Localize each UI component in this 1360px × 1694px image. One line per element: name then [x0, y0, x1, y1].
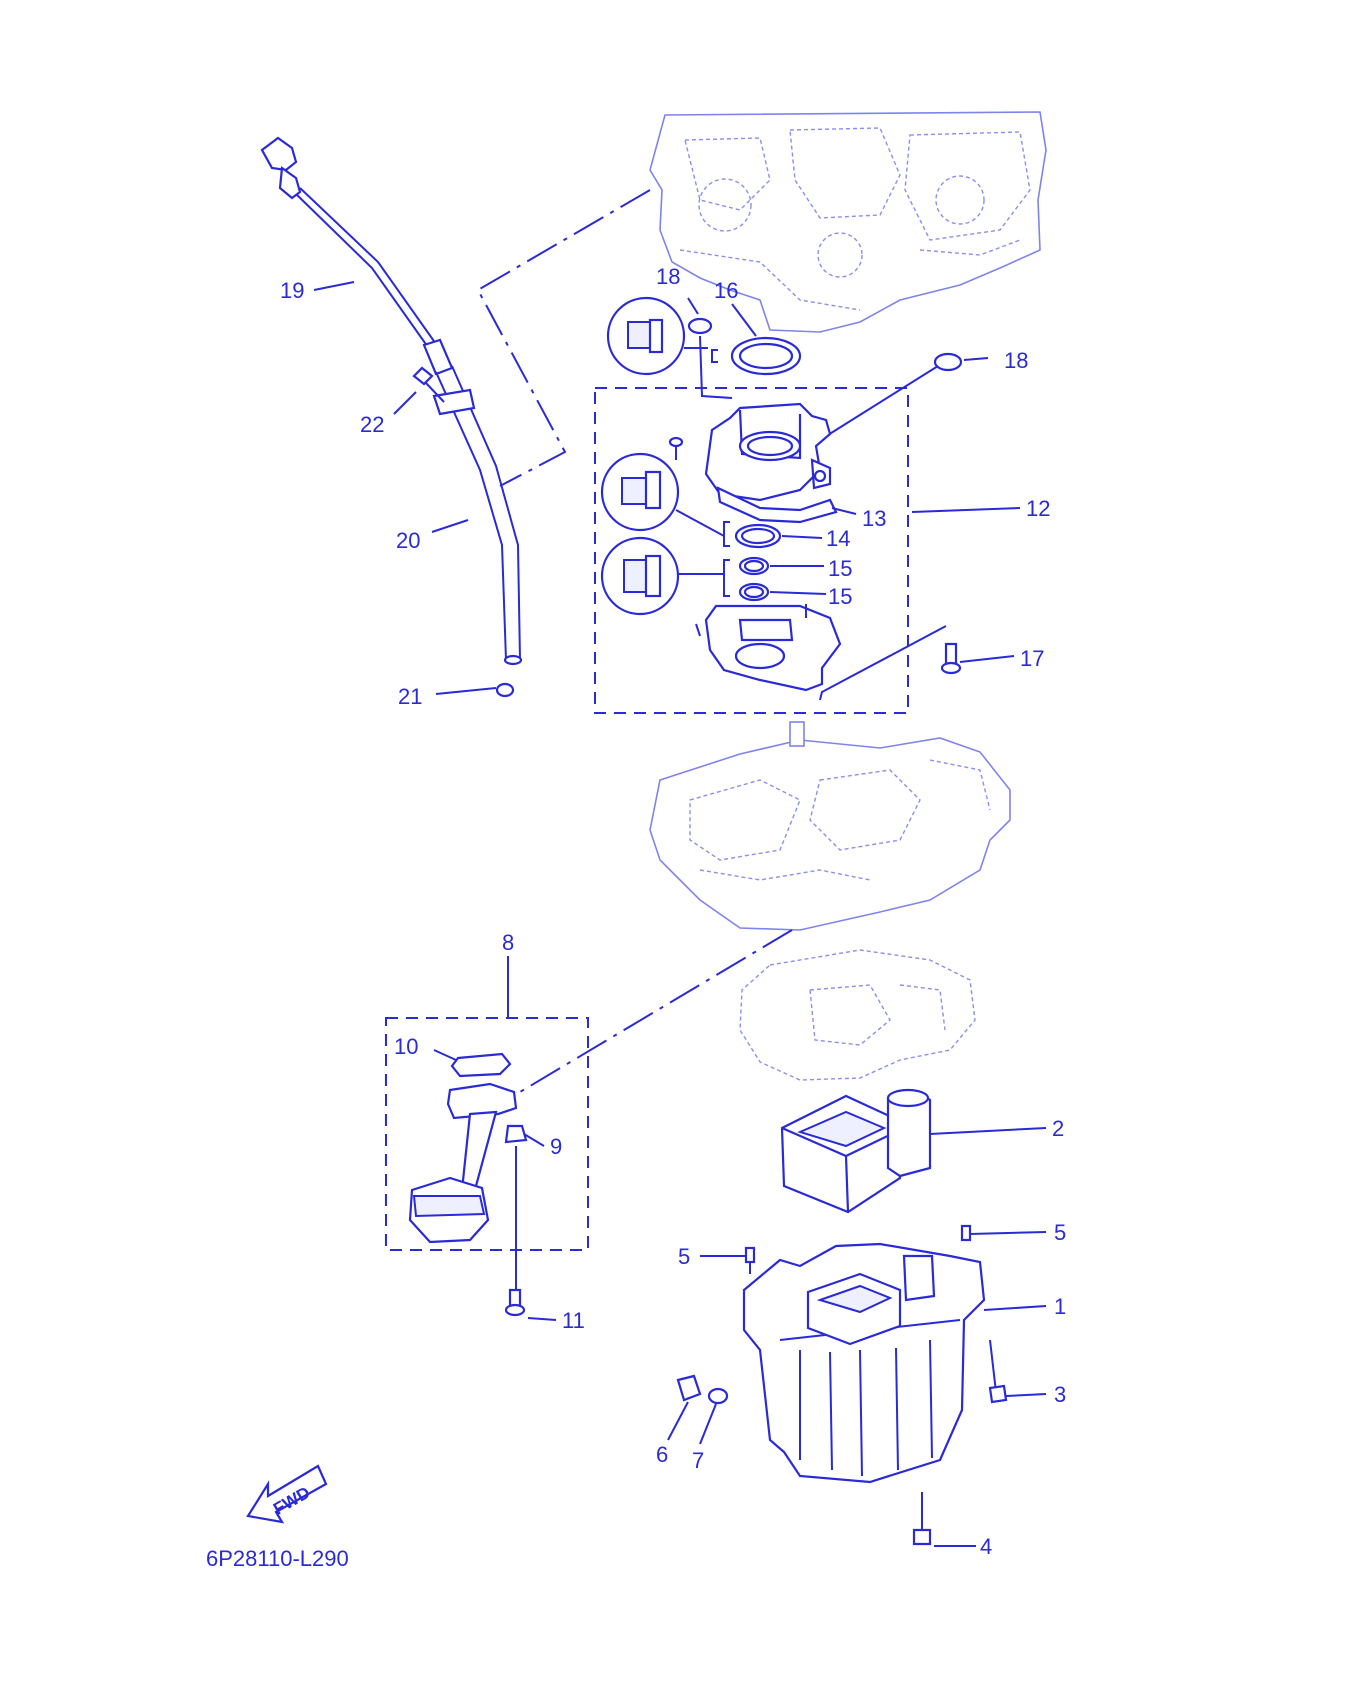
- leader-lines: [313, 281, 1047, 1547]
- bolt-3: [988, 1339, 1008, 1404]
- callout-18a: 18: [656, 264, 680, 289]
- gasket-ghost: [739, 949, 976, 1081]
- callout-5b: 5: [1054, 1220, 1066, 1245]
- leader-18b-housing: [819, 365, 939, 441]
- callout-8: 8: [502, 930, 514, 955]
- dowel-5b: [960, 1224, 972, 1242]
- o-ring-21: [495, 682, 515, 698]
- callout-14: 14: [826, 526, 850, 551]
- o-ring-18a: [687, 317, 713, 335]
- oil-pan-1: [742, 1242, 986, 1484]
- reference-line-8: [519, 929, 793, 1093]
- drain-plug-6: [676, 1374, 702, 1402]
- oil-strainer: [408, 1082, 518, 1244]
- diagram-code: 6P28110-L290: [206, 1546, 349, 1571]
- callout-21: 21: [398, 684, 422, 709]
- seal-15b: [738, 582, 770, 602]
- assembly-box-8: [385, 1017, 589, 1251]
- callout-22: 22: [360, 412, 384, 437]
- callout-1: 1: [1054, 1294, 1066, 1319]
- callout-20: 20: [396, 528, 420, 553]
- bolt-4: [912, 1492, 932, 1546]
- callout-13: 13: [862, 506, 886, 531]
- callout-12: 12: [1026, 496, 1050, 521]
- callout-6: 6: [656, 1442, 668, 1467]
- callout-3: 3: [1054, 1382, 1066, 1407]
- screw-small: [668, 436, 684, 460]
- callout-2: 2: [1052, 1116, 1064, 1141]
- fwd-arrow-icon: [246, 1464, 328, 1524]
- oil-pump-housing: [704, 402, 832, 502]
- callout-11: 11: [562, 1308, 585, 1333]
- seal-15a: [738, 556, 770, 576]
- callout-7: 7: [692, 1448, 704, 1473]
- callout-15b: 15: [828, 584, 852, 609]
- grease-icon: [606, 296, 718, 376]
- bolt-22: [412, 366, 445, 403]
- dowel-5a: [744, 1246, 756, 1264]
- bolt-17: [940, 642, 962, 675]
- leader-18-housing: [699, 335, 733, 399]
- grease-icon: [600, 452, 730, 547]
- oil-box-2: [780, 1094, 902, 1214]
- grease-icon: [600, 536, 730, 616]
- reference-line-19: [476, 189, 651, 487]
- bolt-9: [504, 1124, 528, 1144]
- pipe-2: [886, 1088, 932, 1178]
- dipstick-guide: [432, 365, 523, 666]
- callout-5a: 5: [678, 1244, 690, 1269]
- gasket-13: [716, 486, 838, 524]
- upper-casing-ghost: [649, 721, 1011, 931]
- callout-9: 9: [550, 1134, 562, 1159]
- callout-17: 17: [1020, 646, 1044, 671]
- bolt-11: [504, 1288, 526, 1317]
- callout-15a: 15: [828, 556, 852, 581]
- leader-17-pump: [819, 625, 947, 701]
- washer-7: [707, 1387, 729, 1405]
- engine-block-ghost: [649, 111, 1047, 333]
- seal-16: [730, 336, 802, 376]
- seal-14: [734, 523, 782, 549]
- dipstick: [260, 136, 454, 376]
- callout-19: 19: [280, 278, 304, 303]
- o-ring-18b: [933, 352, 963, 372]
- callout-16: 16: [714, 278, 738, 303]
- gasket-10: [450, 1052, 512, 1078]
- callout-10: 10: [394, 1034, 418, 1059]
- oil-pump-body: [695, 604, 842, 692]
- callout-18b: 18: [1004, 348, 1028, 373]
- callout-4: 4: [980, 1534, 992, 1559]
